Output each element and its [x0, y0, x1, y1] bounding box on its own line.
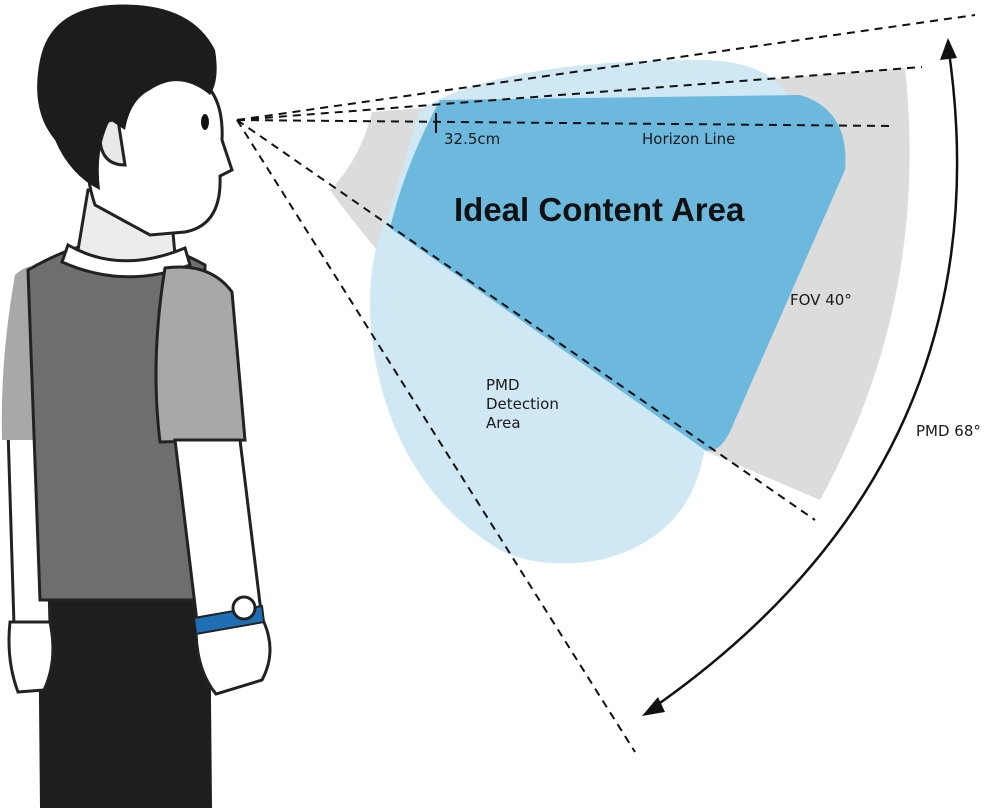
wrist-device-icon — [231, 595, 257, 621]
person-figure-icon — [1, 4, 272, 808]
horizon-line-label: Horizon Line — [642, 130, 735, 148]
arc-arrowhead-top-icon — [940, 38, 957, 60]
sight-lines — [236, 14, 976, 753]
ideal-content-region — [390, 95, 846, 451]
collar — [60, 242, 192, 279]
pmd-detection-label-line1: PMD — [486, 376, 520, 394]
sight-line-fov-top — [236, 66, 923, 121]
far-cuff — [7, 620, 55, 694]
sight-line-top — [236, 14, 976, 121]
arc-arrowhead-bottom-icon — [642, 697, 665, 716]
fov-label: FOV 40° — [790, 291, 852, 309]
sight-line-fov-bottom — [236, 119, 816, 521]
ideal-content-area-label: Ideal Content Area — [454, 191, 745, 228]
sight-line-pmd-bottom — [236, 119, 636, 753]
eye-icon — [201, 114, 209, 130]
pmd-angle-arc — [642, 38, 959, 716]
pmd-detection-label-line3: Area — [486, 414, 521, 432]
horizon-distance-label: 32.5cm — [444, 130, 500, 148]
hair — [37, 4, 217, 190]
pmd-detection-label-line2: Detection — [486, 395, 559, 413]
near-sleeve — [154, 265, 247, 444]
pants — [38, 590, 212, 808]
pmd-angle-label: PMD 68° — [916, 422, 981, 440]
horizon-line — [236, 119, 893, 127]
near-hand — [194, 616, 272, 696]
